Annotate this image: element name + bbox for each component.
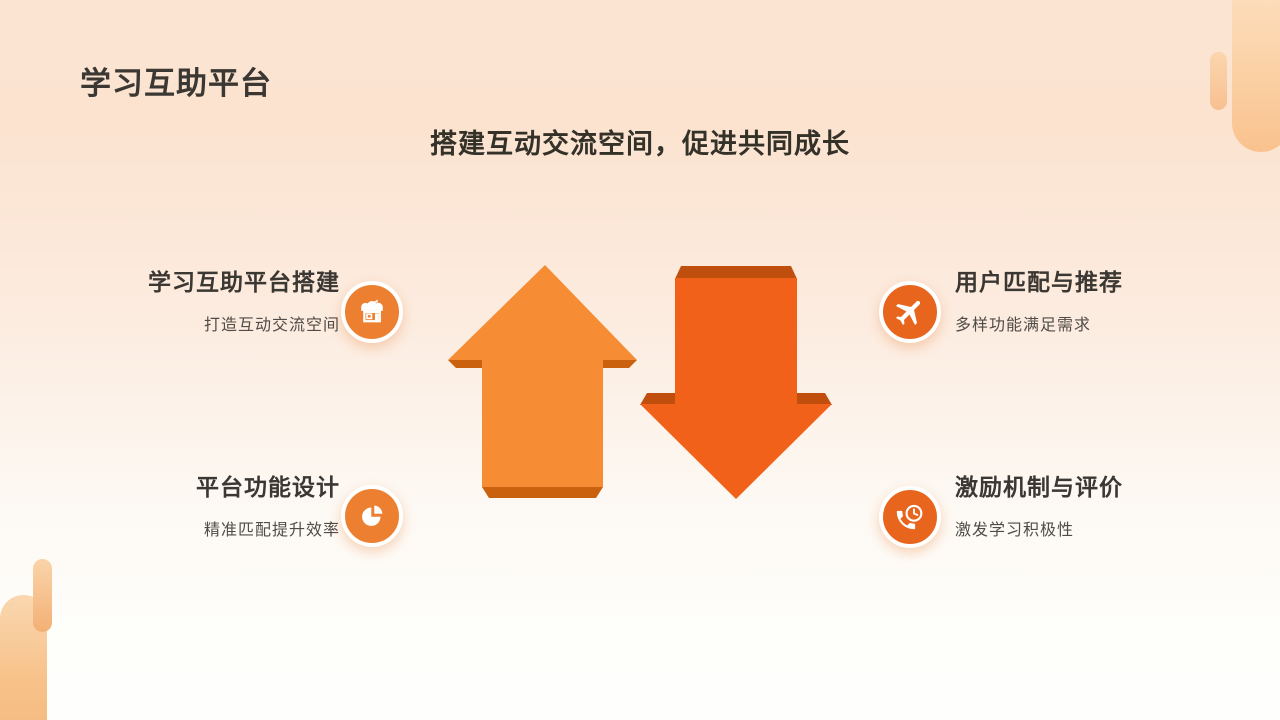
pie-chart-icon — [341, 485, 403, 547]
slide-subtitle: 搭建互动交流空间，促进共同成长 — [430, 129, 850, 159]
feature-title: 学习互助平台搭建 — [148, 269, 340, 295]
up-arrow-shape — [448, 265, 637, 498]
decor-capsule-top-right-large — [1232, 0, 1280, 152]
feature-title: 平台功能设计 — [196, 474, 340, 500]
page-title: 学习互助平台 — [80, 66, 272, 101]
feature-title: 激励机制与评价 — [955, 474, 1123, 500]
decor-capsule-top-right-small — [1210, 52, 1227, 110]
clock-phone-icon — [879, 486, 941, 548]
feature-title: 用户匹配与推荐 — [955, 269, 1123, 295]
plane-icon — [879, 281, 941, 343]
decor-capsule-bottom-left-small — [33, 559, 52, 632]
feature-incentive: 激励机制与评价 激发学习积极性 — [955, 468, 1195, 540]
down-arrow-shape — [640, 266, 832, 499]
feature-desc: 精准匹配提升效率 — [203, 522, 340, 539]
feature-desc: 激发学习积极性 — [955, 522, 1075, 539]
feature-desc: 打造互动交流空间 — [203, 317, 340, 334]
feature-platform-build: 学习互助平台搭建 打造互动交流空间 — [80, 263, 340, 335]
feature-desc: 多样功能满足需求 — [955, 317, 1092, 334]
feature-function-design: 平台功能设计 精准匹配提升效率 — [80, 468, 340, 540]
store-icon — [341, 281, 403, 343]
feature-user-matching: 用户匹配与推荐 多样功能满足需求 — [955, 263, 1195, 335]
